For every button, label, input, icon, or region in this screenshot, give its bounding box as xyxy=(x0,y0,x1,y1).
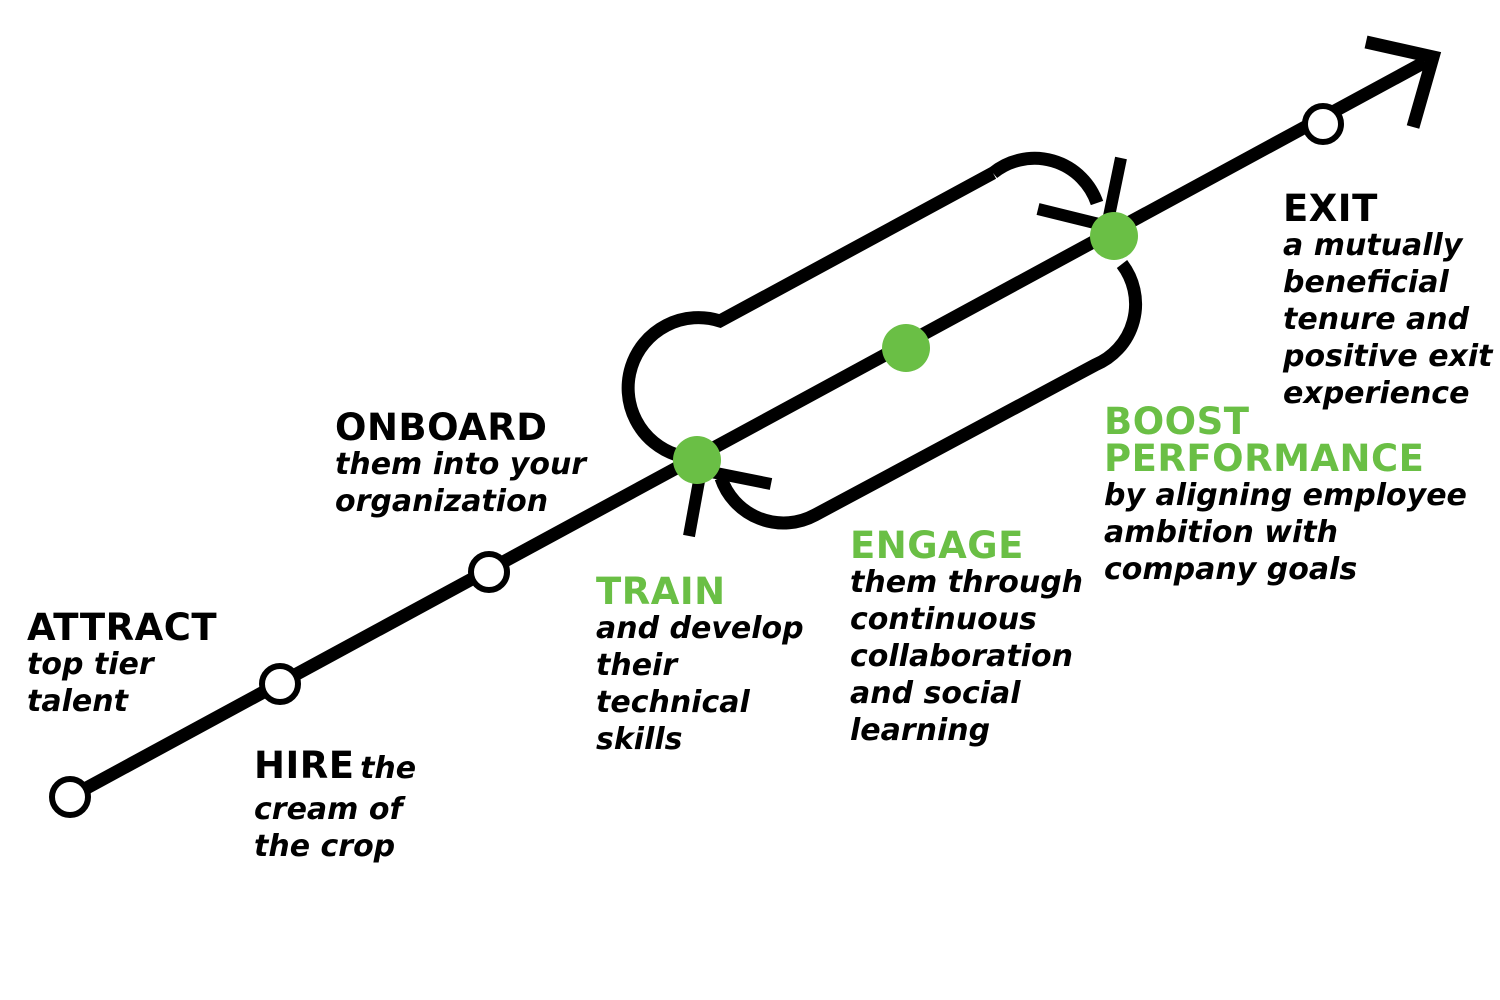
stage-hire-desc-1: cream of xyxy=(254,792,403,827)
journey-arrowhead xyxy=(1364,35,1442,129)
stage-exit-desc-5: experience xyxy=(1283,376,1470,411)
stage-train-desc-3: technical xyxy=(596,685,750,720)
stage-engage-desc-5: learning xyxy=(850,713,991,748)
stage-engage-desc-3: collaboration xyxy=(850,639,1073,674)
stage-exit-desc-4: positive exit xyxy=(1283,339,1493,374)
stage-attract-desc-2: talent xyxy=(27,684,128,719)
stage-train-desc-1: and develop xyxy=(596,611,804,646)
stage-hire: HIRE the cream of the crop xyxy=(254,747,416,865)
stage-attract-title: ATTRACT xyxy=(27,606,218,649)
stage-engage-desc-2: continuous xyxy=(850,602,1037,637)
stage-engage-title: ENGAGE xyxy=(850,524,1024,567)
stage-exit-title: EXIT xyxy=(1283,187,1378,230)
stage-exit-desc-2: beneficial xyxy=(1283,265,1449,300)
stage-hire-title: HIRE xyxy=(254,744,355,787)
stage-onboard-desc-1: them into your xyxy=(335,447,587,482)
stage-boost: BOOST PERFORMANCE by aligning employee a… xyxy=(1104,403,1467,588)
engage-node xyxy=(882,324,930,372)
stage-hire-first-line: HIRE the xyxy=(254,747,416,791)
stage-boost-desc-1: by aligning employee xyxy=(1104,478,1467,513)
stage-boost-title-1: BOOST xyxy=(1104,400,1250,443)
attract-node xyxy=(49,776,91,818)
stage-boost-desc-3: company goals xyxy=(1104,552,1358,587)
stage-onboard-title: ONBOARD xyxy=(335,406,548,449)
stage-onboard: ONBOARD them into your organization xyxy=(335,409,586,520)
onboard-node xyxy=(468,551,510,593)
train-node xyxy=(673,436,721,484)
stage-attract-desc-1: top tier xyxy=(27,647,154,682)
stage-exit: EXIT a mutually beneficial tenure and po… xyxy=(1283,190,1493,412)
stage-train-title: TRAIN xyxy=(596,570,726,613)
stage-hire-desc-inline: the xyxy=(360,751,417,786)
stage-exit-desc-3: tenure and xyxy=(1283,302,1470,337)
hire-node xyxy=(259,663,301,705)
stage-boost-desc-2: ambition with xyxy=(1104,515,1338,550)
stage-train-desc-2: their xyxy=(596,648,678,683)
stage-attract: ATTRACT top tier talent xyxy=(27,609,217,720)
stage-onboard-desc-2: organization xyxy=(335,484,549,519)
stage-train: TRAIN and develop their technical skills xyxy=(596,573,804,758)
boost-node xyxy=(1090,212,1138,260)
stage-train-desc-4: skills xyxy=(596,722,683,757)
stage-engage-desc-1: them through xyxy=(850,565,1084,600)
stage-engage: ENGAGE them through continuous collabora… xyxy=(850,527,1083,749)
stage-hire-desc-2: the crop xyxy=(254,829,396,864)
exit-node xyxy=(1302,103,1344,145)
stage-exit-desc-1: a mutually xyxy=(1283,228,1463,263)
stage-boost-title-2: PERFORMANCE xyxy=(1104,437,1425,480)
stage-engage-desc-4: and social xyxy=(850,676,1021,711)
